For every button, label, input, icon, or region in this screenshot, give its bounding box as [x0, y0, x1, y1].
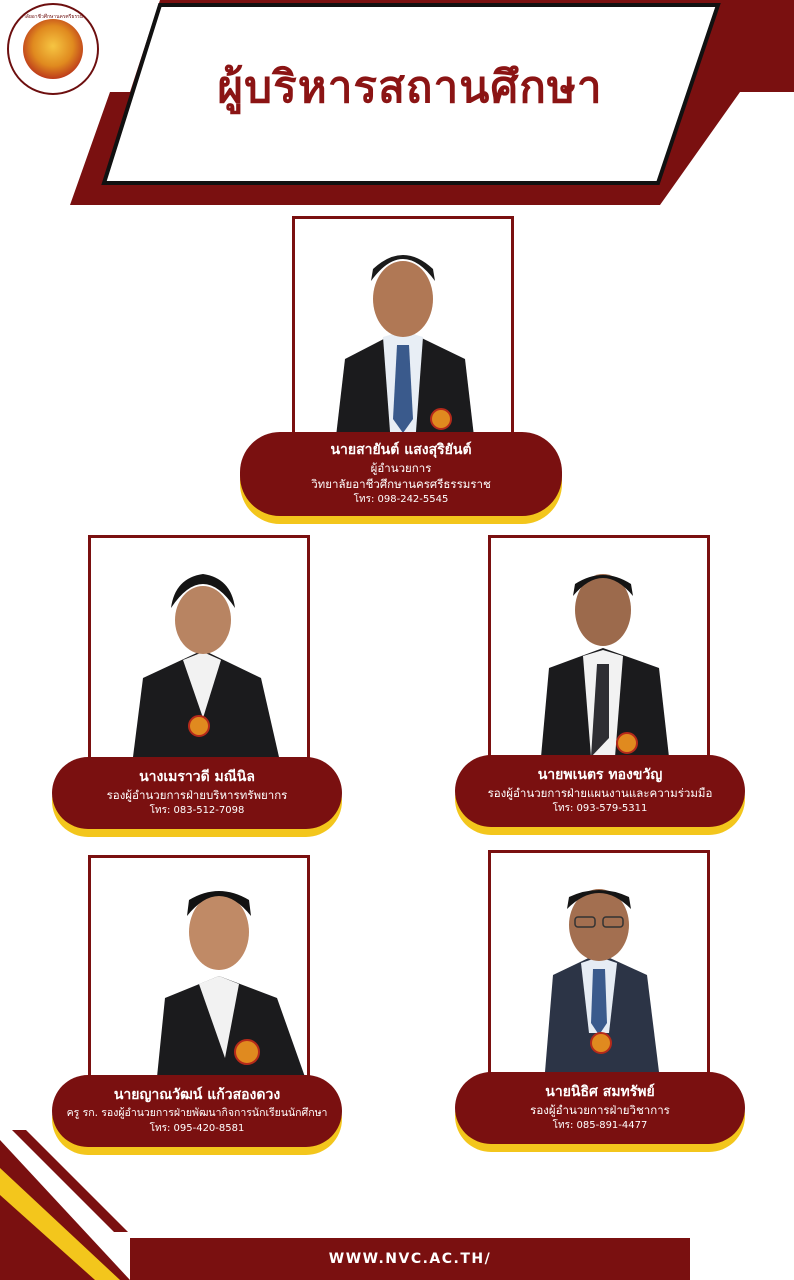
logo-emblem [23, 19, 83, 79]
person-org: วิทยาลัยอาชีวศึกษานครศรีธรรมราช [311, 476, 491, 491]
photo-deputy-academic [488, 850, 710, 1075]
person-role: รองผู้อำนวยการฝ่ายบริหารทรัพยากร [106, 787, 288, 802]
photo-deputy-resources [88, 535, 310, 760]
person-role: ครู รก. รองผู้อำนวยการฝ่ายพัฒนากิจการนัก… [66, 1106, 328, 1119]
person-role: รองผู้อำนวยการฝ่ายแผนงานและความร่วมมือ [487, 785, 713, 800]
person-photo-icon [541, 574, 669, 757]
college-logo: วิทยาลัยอาชีวศึกษานครศรีธรรมราช [7, 3, 99, 95]
photo-director [292, 216, 514, 448]
logo-lettering: วิทยาลัยอาชีวศึกษานครศรีธรรมราช [13, 14, 93, 20]
person-name: นายพเนตร ทองขวัญ [537, 766, 663, 783]
person-photo-icon [157, 891, 305, 1077]
person-role: รองผู้อำนวยการฝ่ายวิชาการ [530, 1102, 670, 1117]
person-name: นายสายันต์ แสงสุริยันต์ [330, 441, 472, 458]
nameplate-deputy-resources: นางเมราวดี มณีนิล รองผู้อำนวยการฝ่ายบริห… [52, 757, 342, 837]
person-photo-icon [335, 255, 475, 445]
person-phone: โทร: 085-891-4477 [552, 1119, 648, 1131]
website-link[interactable]: WWW.NVC.AC.TH/ [328, 1251, 492, 1267]
person-phone: โทร: 098-242-5545 [353, 493, 449, 505]
person-phone: โทร: 093-579-5311 [552, 802, 648, 814]
person-name: นายนิธิศ สมทรัพย์ [545, 1083, 655, 1100]
person-name: นายญาณวัฒน์ แก้วสองดวง [113, 1086, 281, 1103]
nameplate-deputy-academic: นายนิธิศ สมทรัพย์ รองผู้อำนวยการฝ่ายวิชา… [455, 1072, 745, 1152]
person-photo-icon [133, 574, 279, 757]
nameplate-director: นายสายันต์ แสงสุริยันต์ ผู้อำนวยการ วิทย… [240, 432, 562, 524]
person-phone: โทร: 083-512-7098 [149, 804, 245, 816]
person-phone: โทร: 095-420-8581 [149, 1122, 245, 1134]
photo-deputy-student-affairs [88, 855, 310, 1080]
page-title: ผู้บริหารสถานศึกษา [217, 62, 603, 113]
person-role: ผู้อำนวยการ [370, 460, 432, 475]
nameplate-deputy-planning: นายพเนตร ทองขวัญ รองผู้อำนวยการฝ่ายแผนงา… [455, 755, 745, 835]
person-name: นางเมราวดี มณีนิล [139, 768, 255, 785]
photo-deputy-planning [488, 535, 710, 760]
nameplate-deputy-student-affairs: นายญาณวัฒน์ แก้วสองดวง ครู รก. รองผู้อำน… [52, 1075, 342, 1155]
footer-bar [130, 1238, 690, 1280]
person-photo-icon [545, 889, 659, 1072]
